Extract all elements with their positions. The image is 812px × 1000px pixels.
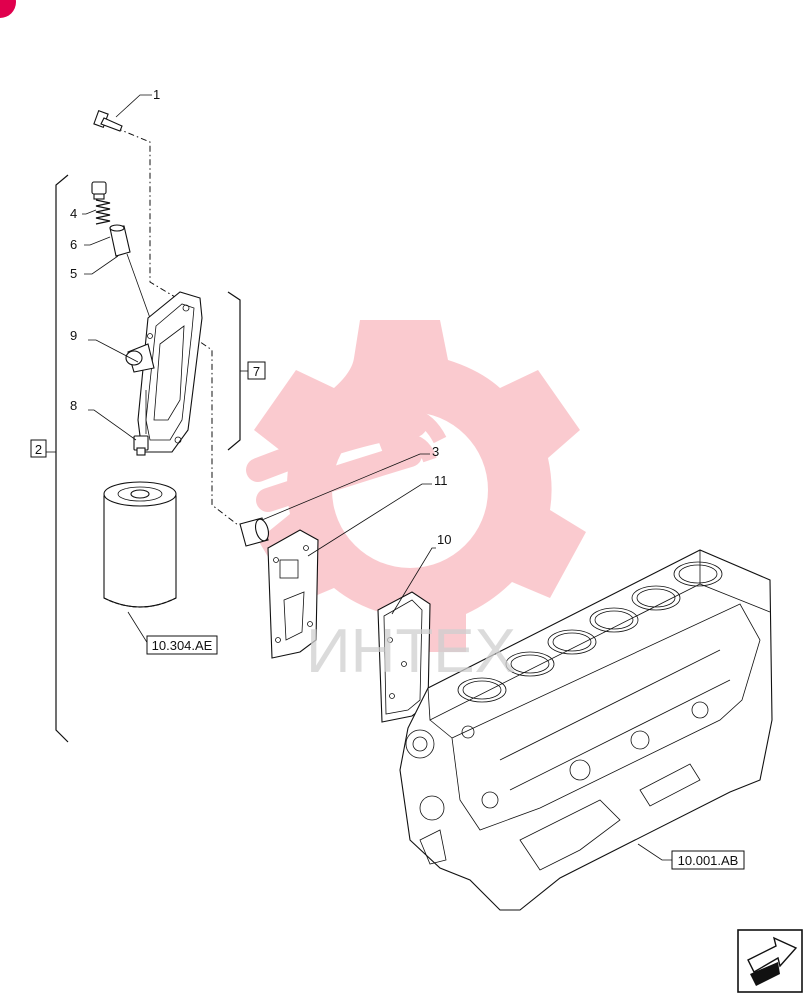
- plug-part: [91, 181, 107, 200]
- nipple-part: [133, 435, 149, 456]
- next-page-arrow-icon[interactable]: [737, 929, 803, 993]
- callout-6: 6: [70, 237, 77, 252]
- callout-1: 1: [153, 87, 160, 102]
- callout-9: 9: [70, 328, 77, 343]
- callout-8: 8: [70, 398, 77, 413]
- spring-part: [95, 199, 111, 225]
- callout-10: 10: [437, 532, 451, 547]
- oil-filter-part: [103, 481, 177, 608]
- valve-part: [109, 224, 131, 257]
- gasket-part: [267, 529, 319, 659]
- ref-block: 10.001.AB: [678, 853, 739, 868]
- sleeve-part: [239, 517, 270, 547]
- watermark-logo-icon: [246, 320, 586, 652]
- corner-badge: [0, 0, 16, 18]
- ref-filter: 10.304.AE: [152, 638, 213, 653]
- callout-3: 3: [432, 444, 439, 459]
- group-label-2: 2: [35, 442, 42, 457]
- callout-11: 11: [434, 473, 448, 488]
- callout-5: 5: [70, 266, 77, 281]
- watermark-text: ИНТЕХ: [306, 617, 516, 686]
- bolt-part: [93, 110, 123, 132]
- group-label-7: 7: [253, 364, 260, 379]
- engine-block-part: [399, 549, 773, 911]
- filter-head-part: [125, 291, 203, 453]
- callout-4: 4: [70, 206, 77, 221]
